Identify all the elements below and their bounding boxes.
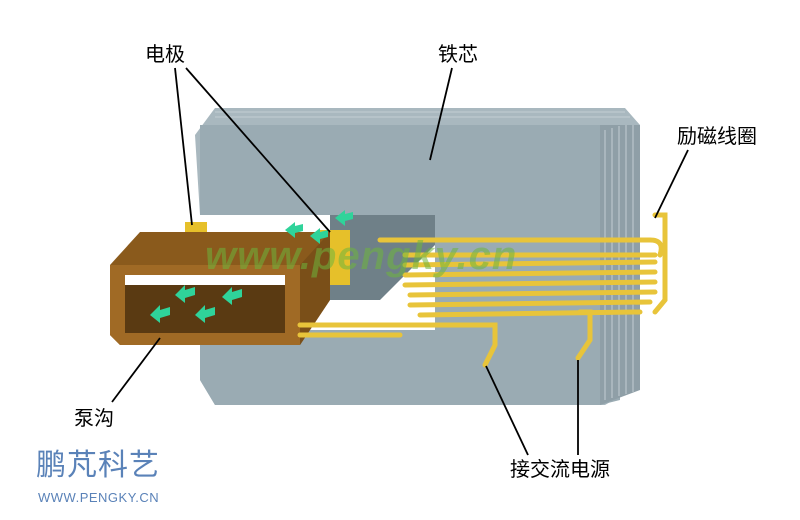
flow-arrow-icon [285,222,303,238]
logo-url: WWW.PENGKY.CN [38,490,160,505]
label-ac-power: 接交流电源 [510,457,610,481]
watermark: www.pengky.cn [205,234,518,278]
flow-arrow-icon [150,305,170,323]
label-electrode: 电极 [145,42,185,66]
label-pump-channel: 泵沟 [74,406,114,430]
flow-arrow-icon [310,228,328,244]
pump-channel [110,232,330,345]
flow-arrow-icon [175,285,195,303]
flow-arrow-icon [222,287,242,305]
excitation-coil [297,212,668,368]
logo-name: 鹏芃科艺 [36,448,160,483]
label-iron-core: 铁芯 [438,42,478,66]
flow-arrow-icon [195,305,215,323]
flow-arrow-icon [335,210,353,226]
leader-lines [111,67,689,456]
flow-arrows [150,210,353,323]
label-excitation-coil: 励磁线圈 [677,124,757,148]
